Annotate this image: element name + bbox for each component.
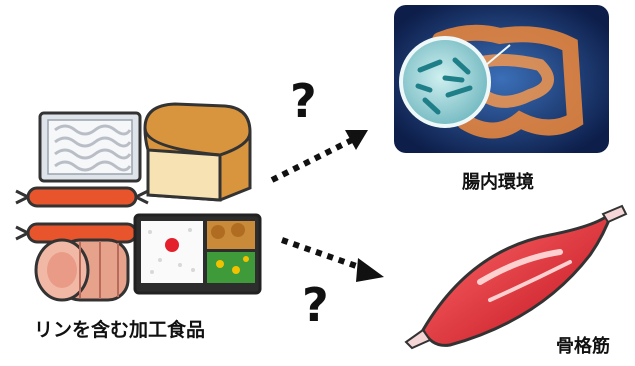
- intestine-bacteria-icon: [394, 5, 609, 153]
- skeletal-muscle-label: 骨格筋: [556, 336, 610, 357]
- processed-foods-label: リンを含む加工食品: [34, 319, 206, 341]
- instant-noodles-icon: [38, 111, 142, 183]
- ham-icon: [34, 238, 130, 302]
- gut-environment-label: 腸内環境: [462, 172, 534, 193]
- dotted-arrow-up-right-icon: [270, 130, 368, 183]
- bread-loaf-icon: [143, 102, 252, 202]
- muscle-fiber-icon: [404, 204, 628, 350]
- question-mark-top: ?: [290, 74, 317, 128]
- bento-box-icon: [133, 213, 262, 295]
- dotted-arrow-down-right-icon: [281, 237, 384, 282]
- question-mark-bottom: ?: [302, 278, 329, 332]
- sausage-icon: [15, 186, 149, 244]
